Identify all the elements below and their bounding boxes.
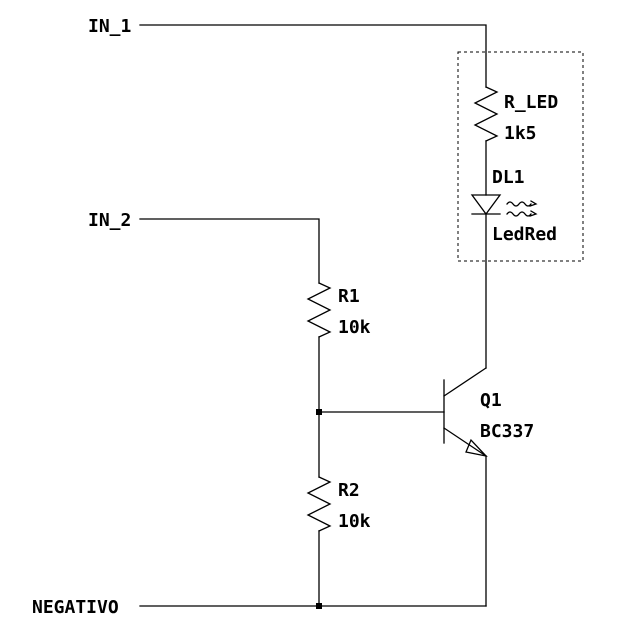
r2-value: 10k <box>338 511 371 532</box>
resistor-r2 <box>306 476 332 607</box>
led-module-box <box>457 51 584 262</box>
led-dl1 <box>470 194 502 369</box>
resistor-r-led <box>473 86 499 196</box>
transistor-q1 <box>443 367 488 607</box>
r2-ref: R2 <box>338 480 360 501</box>
wire-in1 <box>139 24 487 88</box>
resistor-r1 <box>306 282 332 478</box>
led-light-emission-icon <box>506 200 538 217</box>
dl1-ref: DL1 <box>492 167 525 188</box>
net-label-negativo: NEGATIVO <box>32 597 119 618</box>
r-led-ref: R_LED <box>504 92 558 113</box>
net-label-in1: IN_1 <box>88 16 131 37</box>
junction-negativo <box>316 603 322 609</box>
q1-value: BC337 <box>480 421 534 442</box>
junction-base <box>316 409 322 415</box>
wire-in2 <box>139 218 320 284</box>
r-led-value: 1k5 <box>504 123 537 144</box>
net-label-in2: IN_2 <box>88 210 131 231</box>
dl1-value: LedRed <box>492 224 557 245</box>
q1-ref: Q1 <box>480 390 502 411</box>
r1-ref: R1 <box>338 286 360 307</box>
r1-value: 10k <box>338 317 371 338</box>
